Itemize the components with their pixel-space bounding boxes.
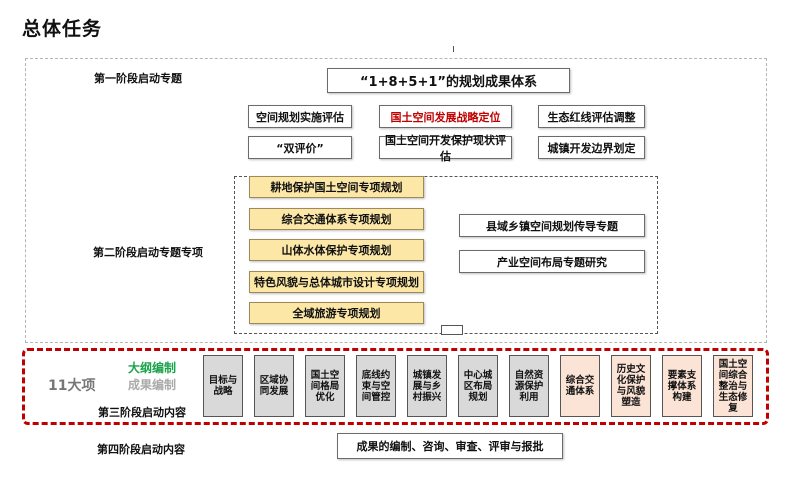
phase2-special-plan: 全域旅游专项规划 [249, 302, 424, 324]
phase3-item: 区域协同发展 [254, 355, 294, 417]
phase1-item: 城镇开发边界划定 [538, 136, 645, 159]
phase2-topic: 产业空间布局专题研究 [459, 250, 645, 273]
outline-label: 大纲编制 [128, 361, 177, 375]
phase2-special-plan: 山体水体保护专项规划 [249, 239, 424, 261]
phase4-label: 第四阶段启动内容 [97, 443, 185, 456]
down-arrow-icon [441, 325, 463, 335]
phase2-special-plan: 耕地保护国土空间专项规划 [249, 176, 424, 198]
page-title: 总体任务 [22, 18, 103, 40]
phase3-item: 综合交通体系 [560, 355, 600, 417]
phase4-content-box: 成果的编制、咨询、审查、评审与报批 [337, 433, 563, 459]
phase3-item: 城镇发展与乡村振兴 [407, 355, 447, 417]
phase3-label: 第三阶段启动内容 [98, 406, 186, 419]
phase3-item: 历史文化保护与风貌塑造 [611, 355, 651, 417]
phase3-item: 底线约束与空间管控 [356, 355, 396, 417]
phase-1-2-frame [25, 58, 767, 343]
phase3-item: 自然资源保护利用 [509, 355, 549, 417]
phase3-frame [22, 348, 769, 425]
phase2-special-plan: 综合交通体系专项规划 [249, 208, 424, 230]
divider-tick [453, 46, 454, 52]
phase3-item: 国土空间综合整治与生态修复 [713, 355, 753, 417]
results-label: 成果编制 [128, 378, 177, 392]
phase3-item: 要素支撑体系构建 [662, 355, 702, 417]
count-label: 11大项 [48, 378, 96, 394]
phase1-item: “双评价” [248, 136, 352, 159]
phase1-item: 国土空间开发保护现状评估 [379, 134, 512, 163]
phase1-item-highlight: 国土空间发展战略定位 [379, 105, 512, 128]
phase2-special-plan: 特色风貌与总体城市设计专项规划 [249, 271, 424, 293]
phase3-item: 国土空间格局优化 [305, 355, 345, 417]
phase1-label: 第一阶段启动专题 [94, 72, 182, 85]
phase2-topic: 县域乡镇空间规划传导专题 [459, 214, 645, 237]
phase1-item: 生态红线评估调整 [538, 105, 645, 128]
phase1-system-box: “1+8+5+1”的规划成果体系 [327, 68, 570, 93]
phase3-item: 目标与战略 [203, 355, 243, 417]
phase1-item: 空间规划实施评估 [248, 105, 352, 128]
phase2-label: 第二阶段启动专题专项 [93, 246, 203, 259]
phase3-item: 中心城区布局规划 [458, 355, 498, 417]
